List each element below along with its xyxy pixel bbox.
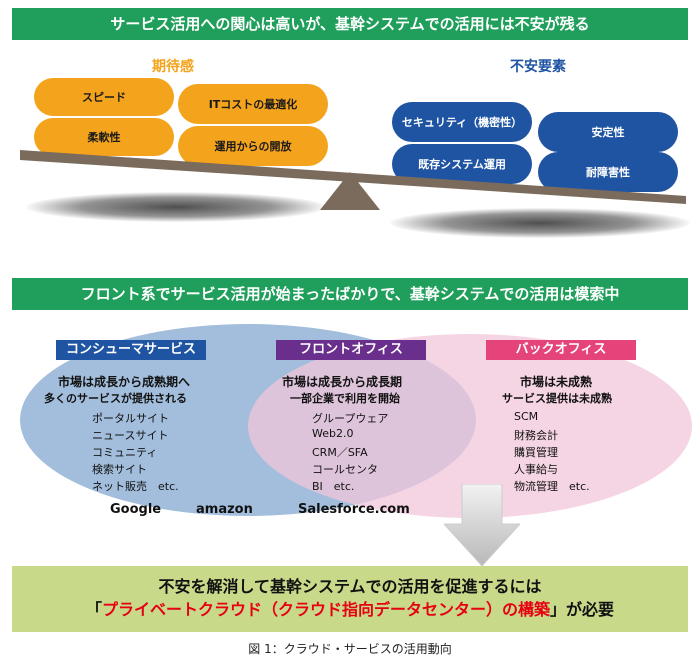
back-headline: 市場は未成熟	[520, 375, 593, 389]
middle-banner: フロント系でサービス活用が始まったばかりで、基幹システムでの活用は模索中	[12, 278, 688, 310]
anxiety-item: 安定性	[538, 112, 678, 152]
back-office-header: バックオフィス	[486, 340, 636, 360]
expectation-item: ITコストの最適化	[178, 84, 328, 124]
expectation-label: 期待感	[152, 59, 194, 75]
expectation-item: スピード	[34, 78, 174, 116]
front-item: CRM／SFA	[312, 446, 368, 459]
conclusion-highlight: プライベートクラウド（クラウド指向データセンター）の構築	[101, 600, 550, 619]
figure-caption: 図 1：クラウド・サービスの活用動向	[248, 642, 452, 656]
front-office-header: フロントオフィス	[276, 340, 426, 360]
seesaw	[20, 150, 686, 210]
right-shadow	[390, 208, 690, 238]
conclusion-box: 不安を解消して基幹システムでの活用を促進するには 「プライベートクラウド（クラウ…	[12, 566, 688, 632]
consumer-headline: 市場は成長から成熟期へ	[58, 375, 191, 389]
venn-diagram	[20, 324, 692, 518]
left-shadow	[26, 192, 326, 222]
consumer-subline: 多くのサービスが提供される	[44, 392, 187, 405]
back-item: 財務会計	[514, 429, 558, 442]
seesaw-fulcrum	[320, 172, 380, 210]
conclusion-line2: 「プライベートクラウド（クラウド指向データセンター）の構築」が必要	[12, 598, 688, 622]
consumer-item: 検索サイト	[92, 463, 147, 476]
consumer-item: ネット販売 etc.	[92, 480, 179, 493]
front-item: グループウェア	[312, 412, 389, 425]
front-subline: 一部企業で利用を開始	[290, 392, 400, 405]
front-item: コールセンタ	[312, 463, 378, 476]
expectation-item: 柔軟性	[34, 118, 174, 156]
back-subline: サービス提供は未成熟	[502, 392, 612, 405]
office-ellipse	[248, 334, 692, 518]
anxiety-item: 耐障害性	[538, 152, 678, 192]
back-item: 人事給与	[514, 463, 558, 476]
back-item: SCM	[514, 410, 539, 423]
front-item: BI etc.	[312, 480, 355, 493]
back-item: 物流管理 etc.	[514, 480, 590, 493]
consumer-header: コンシューマサービス	[56, 340, 206, 360]
anxiety-label: 不安要素	[510, 59, 566, 75]
top-banner: サービス活用への関心は高いが、基幹システムでの活用には不安が残る	[12, 8, 688, 40]
down-arrow-icon	[444, 484, 520, 566]
conclusion-suffix: 」が必要	[550, 600, 615, 619]
conclusion-line1: 不安を解消して基幹システムでの活用を促進するには	[158, 577, 542, 596]
consumer-item: ポータルサイト	[92, 412, 169, 425]
company-amazon: amazon	[196, 502, 253, 517]
expectation-item: 運用からの開放	[178, 126, 328, 166]
consumer-item: コミュニティ	[92, 446, 158, 459]
anxiety-item: セキュリティ（機密性）	[392, 102, 532, 142]
front-item: Web2.0	[312, 427, 354, 440]
company-salesforce: Salesforce.com	[298, 502, 410, 517]
company-google: Google	[110, 502, 162, 517]
front-headline: 市場は成長から成長期	[282, 375, 403, 389]
consumer-item: ニュースサイト	[92, 429, 169, 442]
conclusion-prefix: 「	[85, 600, 102, 619]
back-item: 購買管理	[514, 446, 558, 459]
